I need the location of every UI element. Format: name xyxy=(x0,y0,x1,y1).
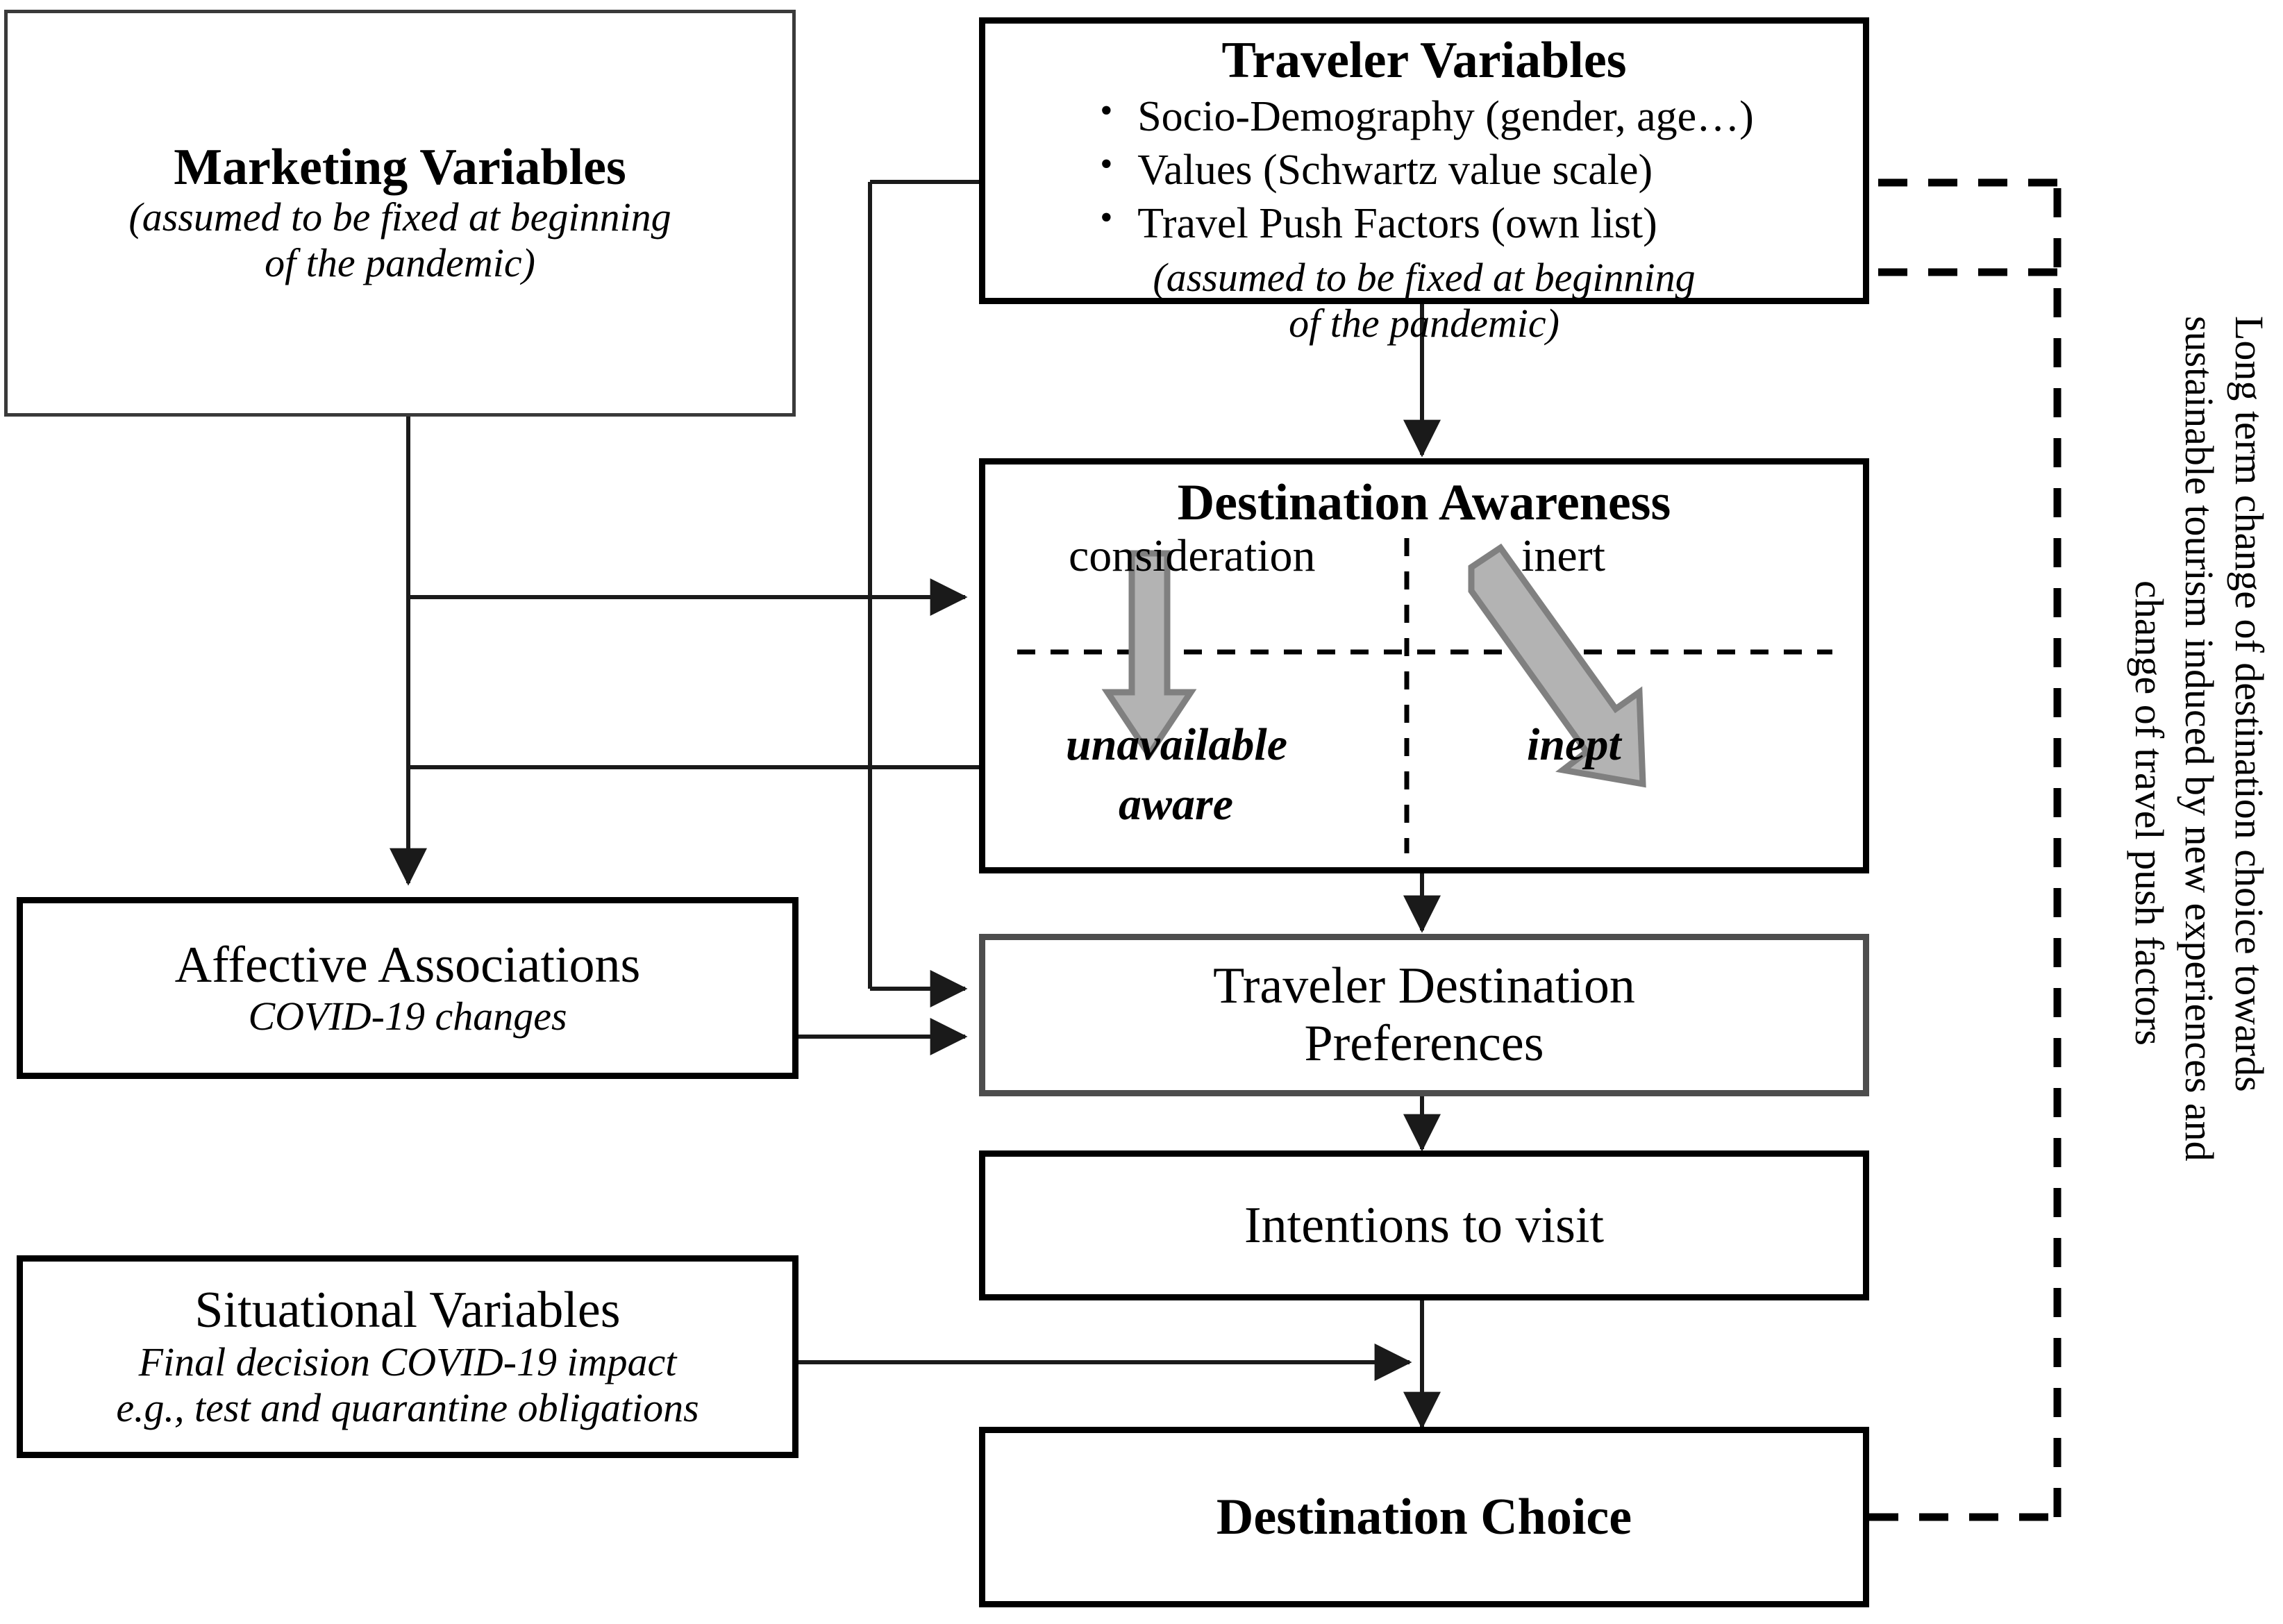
box-affective-associations: Affective Associations COVID-19 changes xyxy=(17,897,798,1079)
box-destination-awareness: Destination Awareness consideration iner… xyxy=(979,458,1869,873)
situational-variables-subtitle-line1: Final decision COVID-19 impact xyxy=(138,1339,677,1385)
intentions-to-visit-title: Intentions to visit xyxy=(1244,1196,1604,1254)
list-item: Values (Schwartz value scale) xyxy=(1094,142,1754,197)
quadrant-label-unavailable: unavailable xyxy=(1066,719,1288,770)
situational-variables-subtitle-line2: e.g., test and quarantine obligations xyxy=(116,1385,699,1431)
list-item: Socio-Demography (gender, age…) xyxy=(1094,89,1754,144)
feedback-note-line3: change of travel push factors xyxy=(2127,580,2172,1046)
preferences-title-line2: Preferences xyxy=(1304,1015,1544,1072)
traveler-variables-title: Traveler Variables xyxy=(1221,32,1627,89)
traveler-variables-subtitle-line2: of the pandemic) xyxy=(1289,301,1559,346)
box-intentions-to-visit: Intentions to visit xyxy=(979,1150,1869,1300)
box-traveler-destination-preferences: Traveler Destination Preferences xyxy=(979,934,1869,1096)
marketing-variables-subtitle-line1: (assumed to be fixed at beginning xyxy=(128,194,671,240)
affective-associations-title: Affective Associations xyxy=(174,936,641,994)
box-marketing-variables: Marketing Variables (assumed to be fixed… xyxy=(4,10,796,417)
destination-awareness-title: Destination Awareness xyxy=(1177,474,1671,531)
quadrant-label-aware: aware xyxy=(1119,779,1233,830)
quadrant-label-inept: inept xyxy=(1527,719,1621,770)
box-destination-choice: Destination Choice xyxy=(979,1427,1869,1607)
traveler-variables-bullet-list: Socio-Demography (gender, age…) Values (… xyxy=(1094,89,1754,251)
quadrant-label-inert: inert xyxy=(1521,530,1605,581)
box-situational-variables: Situational Variables Final decision COV… xyxy=(17,1255,798,1458)
preferences-title-line1: Traveler Destination xyxy=(1213,957,1635,1015)
list-item: Travel Push Factors (own list) xyxy=(1094,196,1754,251)
awareness-quadrant-grid: consideration inert unavailable aware in… xyxy=(985,464,1863,867)
marketing-variables-title: Marketing Variables xyxy=(174,138,626,196)
box-traveler-variables: Traveler Variables Socio-Demography (gen… xyxy=(979,17,1869,346)
quadrant-label-consideration: consideration xyxy=(1069,530,1316,581)
gray-arrow-inert-to-inept xyxy=(1468,543,1646,788)
feedback-note-line1: Long term change of destination choice t… xyxy=(2227,316,2272,1092)
traveler-variables-subtitle-line1: (assumed to be fixed at beginning xyxy=(1153,255,1696,301)
situational-variables-title: Situational Variables xyxy=(194,1282,621,1339)
feedback-note-line2: sustainable tourism induced by new exper… xyxy=(2177,316,2222,1162)
destination-choice-title: Destination Choice xyxy=(1216,1488,1632,1546)
marketing-variables-subtitle-line2: of the pandemic) xyxy=(265,240,535,286)
quadrant-dividers xyxy=(1017,538,1832,853)
gray-arrow-consideration-to-unavailable xyxy=(1101,550,1197,761)
affective-associations-subtitle: COVID-19 changes xyxy=(248,994,567,1039)
